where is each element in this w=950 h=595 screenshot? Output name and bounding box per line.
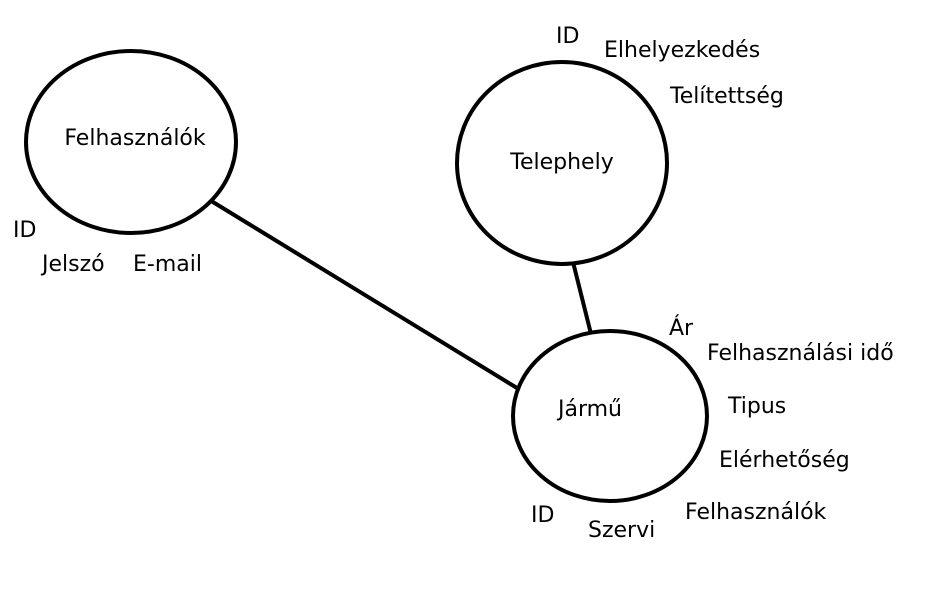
attr-felhasznalok-jelszo: Jelszó [40, 252, 105, 277]
edge-telephely-jarmu [571, 261, 593, 335]
entity-felhasznalok[interactable] [24, 49, 238, 235]
attr-jarmu-felhasznalok: Felhasználók [685, 500, 827, 525]
edge-felhasznalok-jarmu [206, 197, 519, 390]
attr-telephely-telitettseg: Telítettség [669, 84, 784, 109]
attr-jarmu-tipus: Tipus [727, 394, 786, 419]
attr-felhasznalok-email: E-mail [133, 252, 202, 277]
entity-telephely[interactable] [455, 60, 669, 266]
attr-jarmu-ar: Ár [669, 315, 694, 341]
attr-telephely-elhelyezkedes: Elhelyezkedés [604, 38, 760, 63]
attr-jarmu-elerhetoseg: Elérhetőség [719, 448, 850, 473]
entity-jarmu[interactable] [511, 329, 709, 503]
attr-jarmu-id: ID [531, 503, 554, 528]
entity-telephely-label: Telephely [509, 150, 613, 175]
attr-felhasznalok-id: ID [13, 218, 36, 243]
attr-jarmu-szervi: Szervi [588, 518, 655, 543]
entity-felhasznalok-label: Felhasználók [64, 126, 206, 151]
entity-jarmu-label: Jármű [556, 397, 622, 422]
attr-telephely-id: ID [556, 24, 579, 49]
attr-jarmu-felhasznalasi-ido: Felhasználási idő [707, 341, 894, 366]
